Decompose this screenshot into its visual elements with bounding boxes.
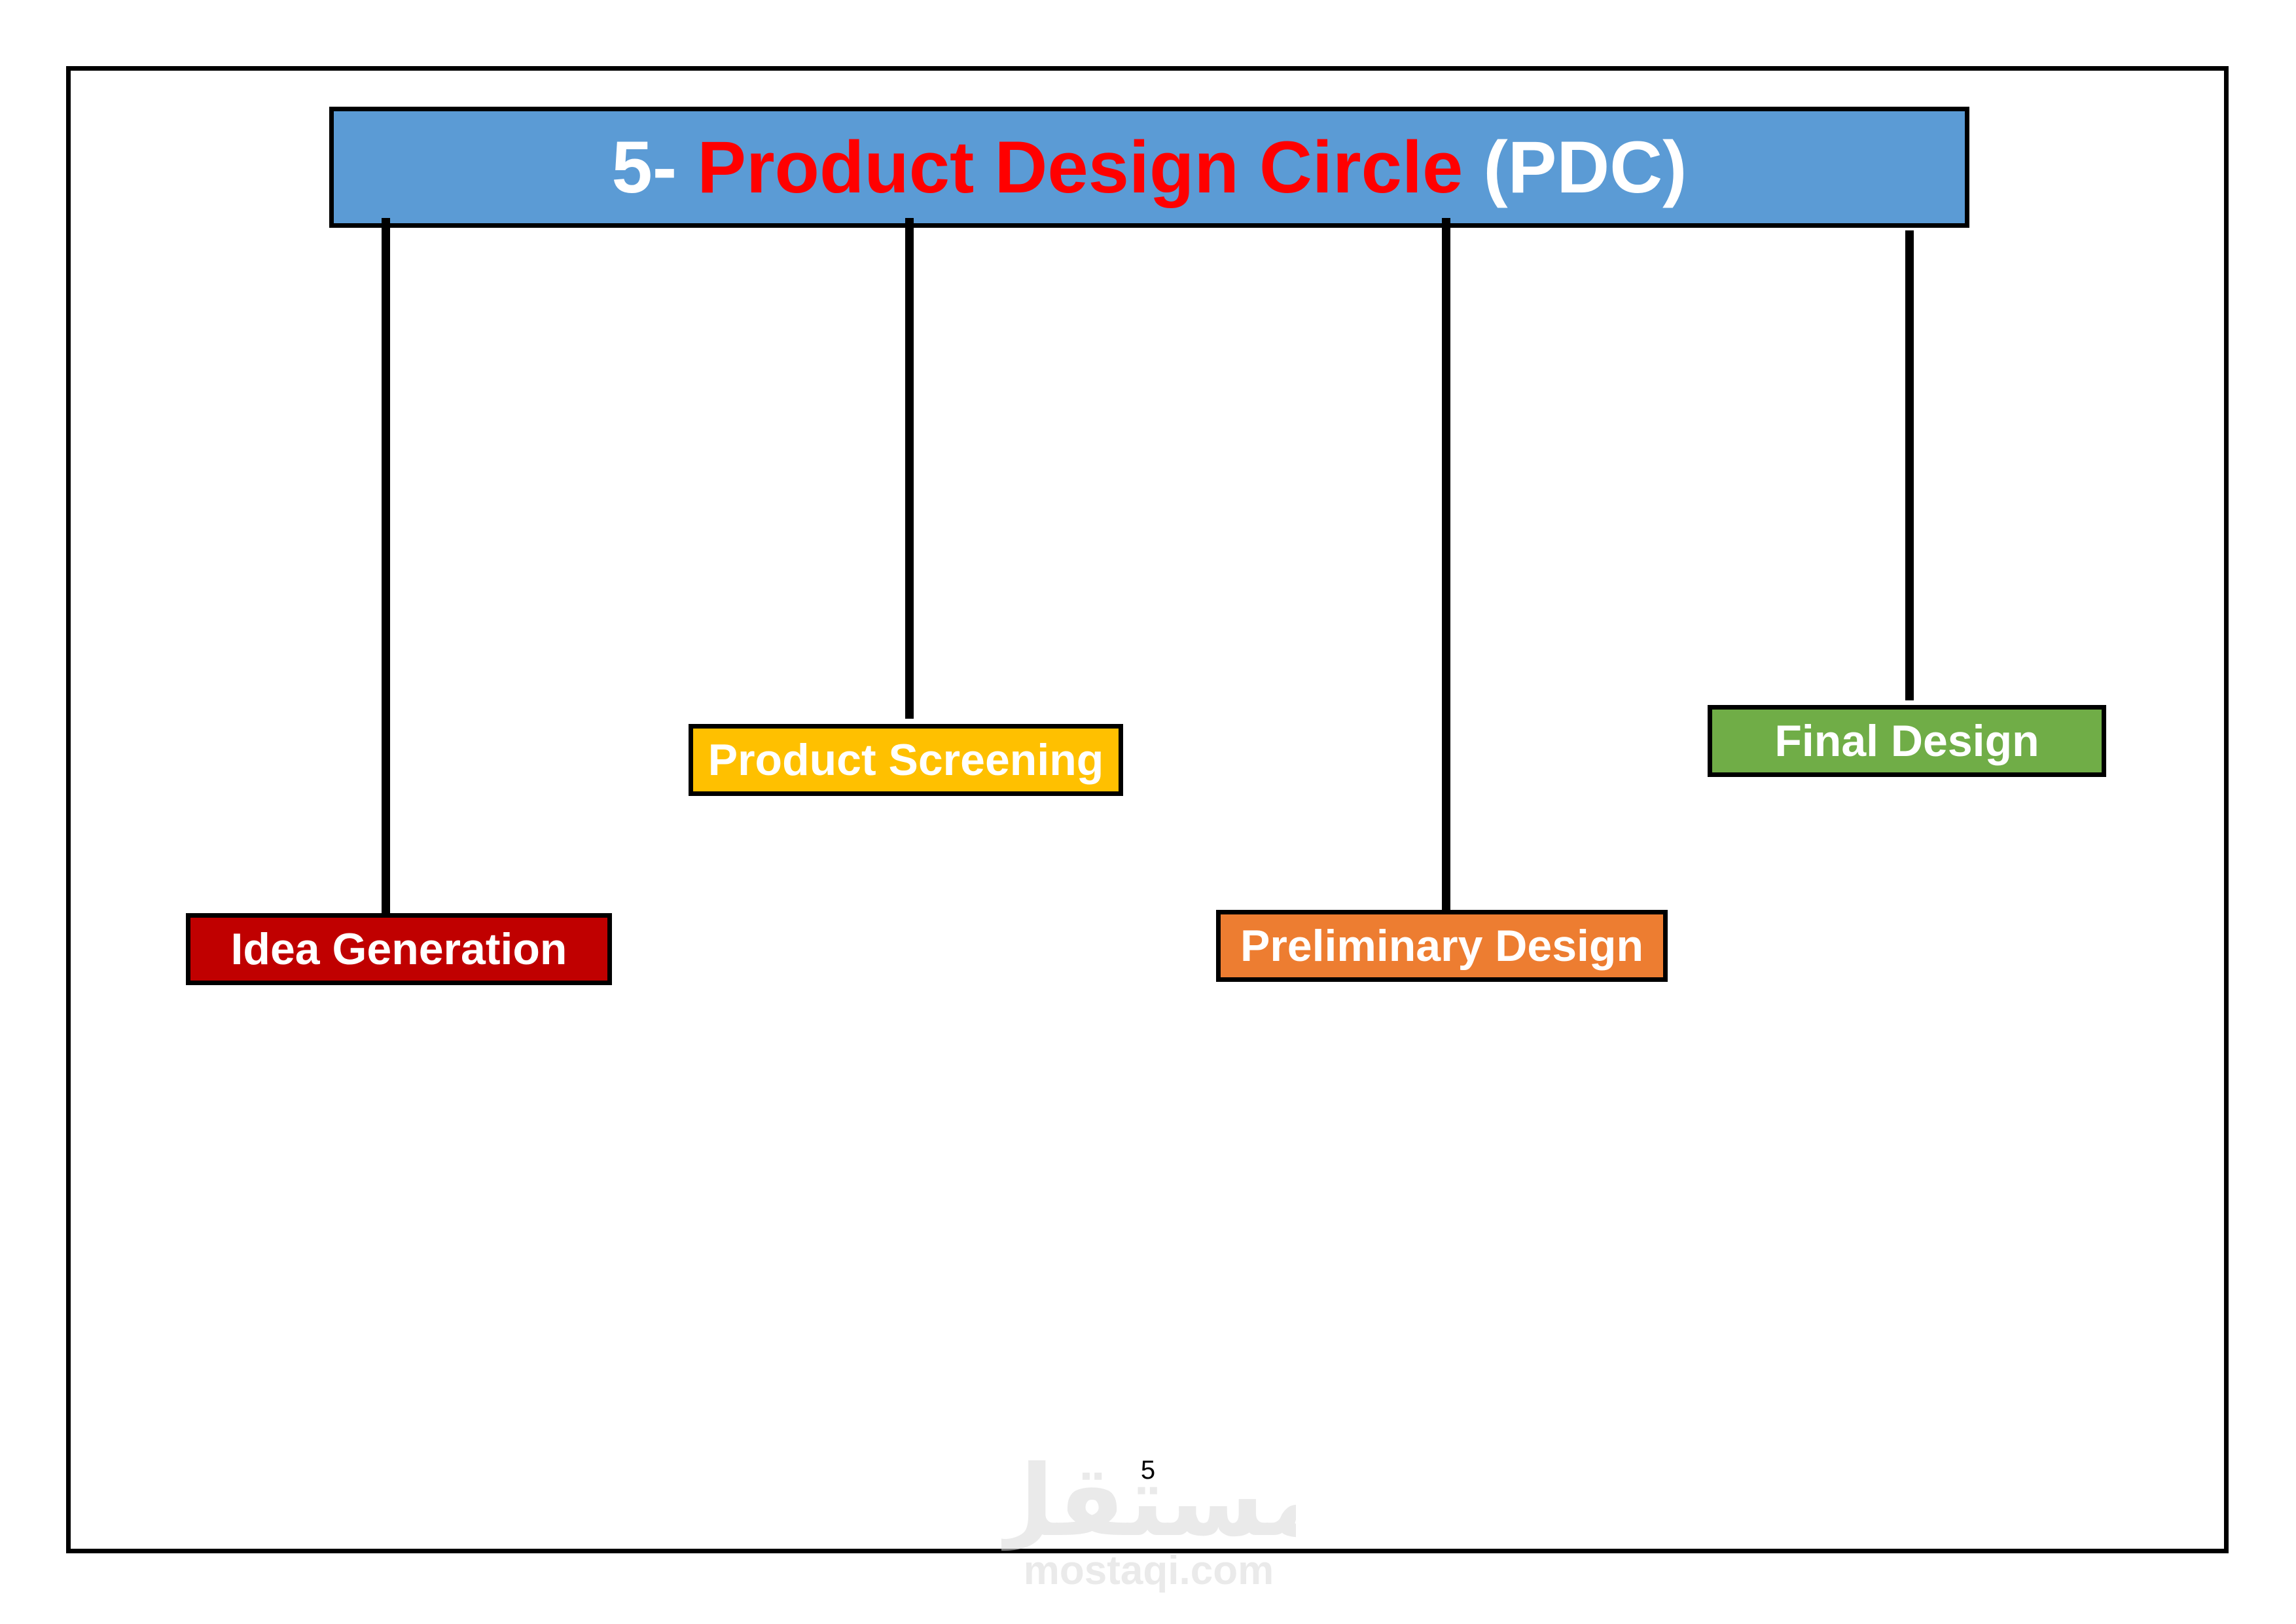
connector-product-screening bbox=[905, 218, 914, 719]
page-frame bbox=[66, 66, 2229, 1553]
page-number: 5 bbox=[1140, 1456, 1156, 1485]
connector-final-design bbox=[1905, 230, 1914, 700]
diagram-title: 5- Product Design Circle (PDC) bbox=[329, 107, 1969, 228]
step-final-design: Final Design bbox=[1708, 705, 2106, 777]
title-main: Product Design Circle bbox=[697, 126, 1463, 208]
connector-preliminary-design bbox=[1442, 218, 1450, 912]
title-prefix: 5- bbox=[611, 126, 698, 208]
step-label: Idea Generation bbox=[230, 924, 567, 974]
step-label: Final Design bbox=[1774, 716, 2039, 766]
watermark-latin: mostaqi.com bbox=[1024, 1548, 1274, 1593]
connector-idea-generation bbox=[382, 218, 390, 913]
step-product-screening: Product Screening bbox=[689, 724, 1123, 796]
title-suffix: (PDC) bbox=[1463, 126, 1687, 208]
step-preliminary-design: Preliminary Design bbox=[1216, 910, 1668, 982]
step-label: Product Screening bbox=[708, 735, 1104, 785]
watermark-logo: مستقل mostaqi.com bbox=[1001, 1445, 1296, 1593]
step-idea-generation: Idea Generation bbox=[186, 913, 612, 985]
step-label: Preliminary Design bbox=[1240, 921, 1644, 971]
watermark-arabic: مستقل bbox=[1001, 1445, 1296, 1559]
